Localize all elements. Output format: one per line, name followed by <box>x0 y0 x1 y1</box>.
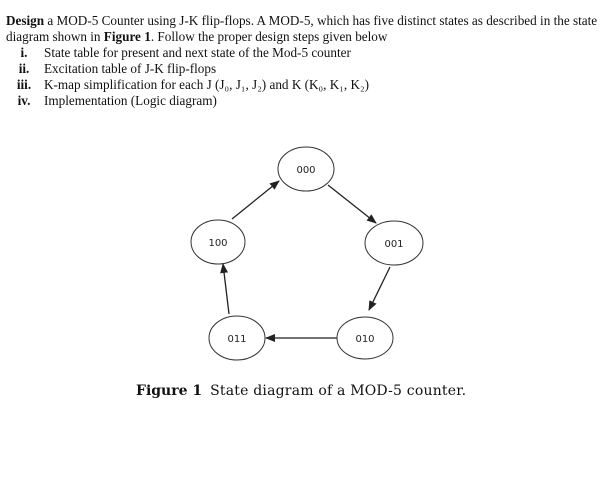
step-number: iii. <box>16 77 32 92</box>
design-step: iv. Implementation (Logic diagram) <box>6 93 603 109</box>
intro-text-2: . Follow the proper design steps given b… <box>150 29 388 44</box>
design-keyword: Design <box>6 13 45 28</box>
step-number: iv. <box>17 93 31 108</box>
step-text: K-map simplification for each J (J₀, J₁,… <box>44 77 369 92</box>
state-node-000: 000 <box>277 146 335 192</box>
state-node-011: 011 <box>208 315 266 361</box>
transition-arrow-000-to-001 <box>327 184 377 224</box>
state-label: 001 <box>384 239 403 250</box>
state-label: 000 <box>296 165 315 176</box>
state-node-001: 001 <box>364 220 424 266</box>
design-step: ii. Excitation table of J-K flip-flops <box>6 61 603 77</box>
state-node-shape <box>277 146 335 192</box>
state-node-shape <box>190 219 246 265</box>
figure-caption: Figure 1 State diagram of a MOD-5 counter… <box>136 382 466 400</box>
question-text: Design a MOD-5 Counter using J-K flip-fl… <box>6 13 603 109</box>
figure-caption-text: State diagram of a MOD-5 counter. <box>210 383 467 399</box>
step-text: Excitation table of J-K flip-flops <box>44 61 217 76</box>
step-text: State table for present and next state o… <box>44 45 351 60</box>
design-step: i. State table for present and next state… <box>6 45 603 61</box>
state-label: 100 <box>208 238 227 249</box>
transition-arrow-011-to-100 <box>220 263 230 315</box>
state-node-010: 010 <box>336 316 394 360</box>
state-label: 011 <box>227 334 246 345</box>
transition-arrows <box>220 180 391 342</box>
state-label: 010 <box>355 334 374 345</box>
state-node-100: 100 <box>190 219 246 265</box>
step-number: i. <box>20 45 28 60</box>
figure-reference: Figure 1 <box>103 29 151 44</box>
intro-text-1: a MOD-5 Counter using J-K flip-flops. A … <box>6 13 598 44</box>
design-step: iii. K-map simplification for each J (J₀,… <box>6 77 603 93</box>
step-text: Implementation (Logic diagram) <box>44 93 217 108</box>
transition-arrow-001-to-010 <box>368 266 391 311</box>
transition-arrow-100-to-000 <box>231 180 280 220</box>
state-node-shape <box>208 315 266 361</box>
state-node-shape <box>364 220 424 266</box>
figure-caption-label: Figure 1 <box>136 383 203 399</box>
state-node-shape <box>336 316 394 360</box>
design-steps-list: i. State table for present and next state… <box>6 45 603 109</box>
step-number: ii. <box>18 61 30 76</box>
question-intro: Design a MOD-5 Counter using J-K flip-fl… <box>6 13 603 45</box>
